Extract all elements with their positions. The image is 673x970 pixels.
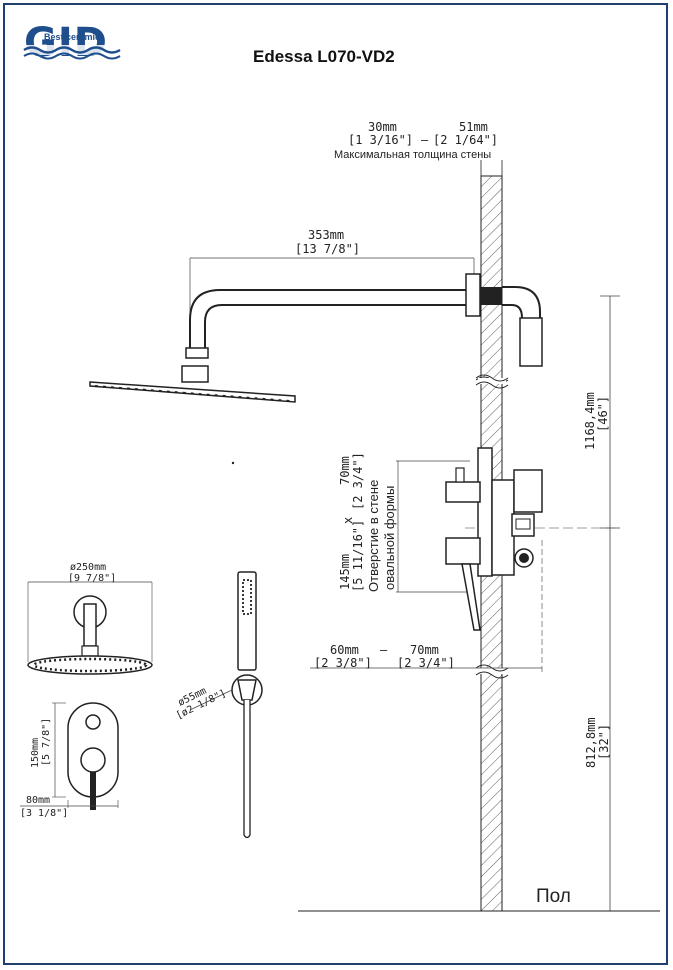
shower-arm-side: [89, 257, 502, 403]
head-height-in: [46"]: [596, 396, 610, 432]
opening-label-line2: овальной формы: [382, 486, 397, 590]
opening-w-in: [5 11/16"]: [351, 520, 365, 592]
floor-label: Пол: [536, 886, 571, 907]
wall-dim-left-in: [1 3/16"]: [348, 133, 413, 147]
logo-wave-icon: [23, 46, 121, 54]
opening-label-line1: Отверстие в стене: [366, 480, 381, 592]
opening-h-in: [2 3/4"]: [351, 452, 365, 510]
plate-width-in: [3 1/8"]: [20, 808, 68, 819]
mixer-side: [396, 447, 543, 631]
arm-length-mm: 353mm: [308, 228, 344, 242]
shower-head-front: [27, 581, 153, 675]
logo-text: GID: [24, 20, 108, 66]
opening-h-mm: 70mm: [338, 456, 352, 485]
vertical-dimensions: [465, 295, 620, 911]
plate-width-mm: 80mm: [26, 795, 50, 806]
mixer-plate-front: [20, 702, 119, 810]
opening-w-mm: 145mm: [338, 554, 352, 590]
wall-dim-separator: —: [421, 133, 429, 147]
page-frame: [3, 3, 668, 965]
depth-dimension: [310, 540, 543, 675]
mixer-height-in: [32"]: [597, 724, 611, 760]
arm-length-in: [13 7/8"]: [295, 242, 360, 256]
plate-height-in: [5 7/8"]: [41, 718, 52, 766]
mixer-height-mm: 812,8mm: [584, 717, 598, 768]
depth-dash: —: [380, 643, 388, 657]
depth-b-mm: 70mm: [410, 643, 439, 657]
plate-height-mm: 150mm: [30, 738, 41, 768]
hand-shower-front: [189, 571, 263, 839]
wall-thickness-note: Максимальная толщина стены: [334, 149, 491, 161]
outlet-side: [502, 286, 543, 367]
stray-dot: [231, 461, 235, 465]
depth-b-in: [2 3/4"]: [397, 656, 455, 670]
brand-logo: GID Best ceramic: [23, 20, 123, 66]
head-diameter-mm: ø250mm: [70, 562, 106, 573]
logo-wave-icon-2: [23, 52, 121, 60]
logo-tagline: Best ceramic: [44, 32, 100, 42]
opening-times: x: [341, 517, 355, 524]
depth-a-mm: 60mm: [330, 643, 359, 657]
head-height-mm: 1168,4mm: [583, 392, 597, 450]
depth-a-in: [2 3/8"]: [314, 656, 372, 670]
page-title: Edessa L070-VD2: [253, 47, 395, 66]
head-diameter-in: [9 7/8"]: [68, 573, 116, 584]
wall-dim-right-mm: 51mm: [459, 120, 488, 134]
wall-dim-right-in: [2 1/64"]: [433, 133, 498, 147]
wall-dim-left-mm: 30mm: [368, 120, 397, 134]
